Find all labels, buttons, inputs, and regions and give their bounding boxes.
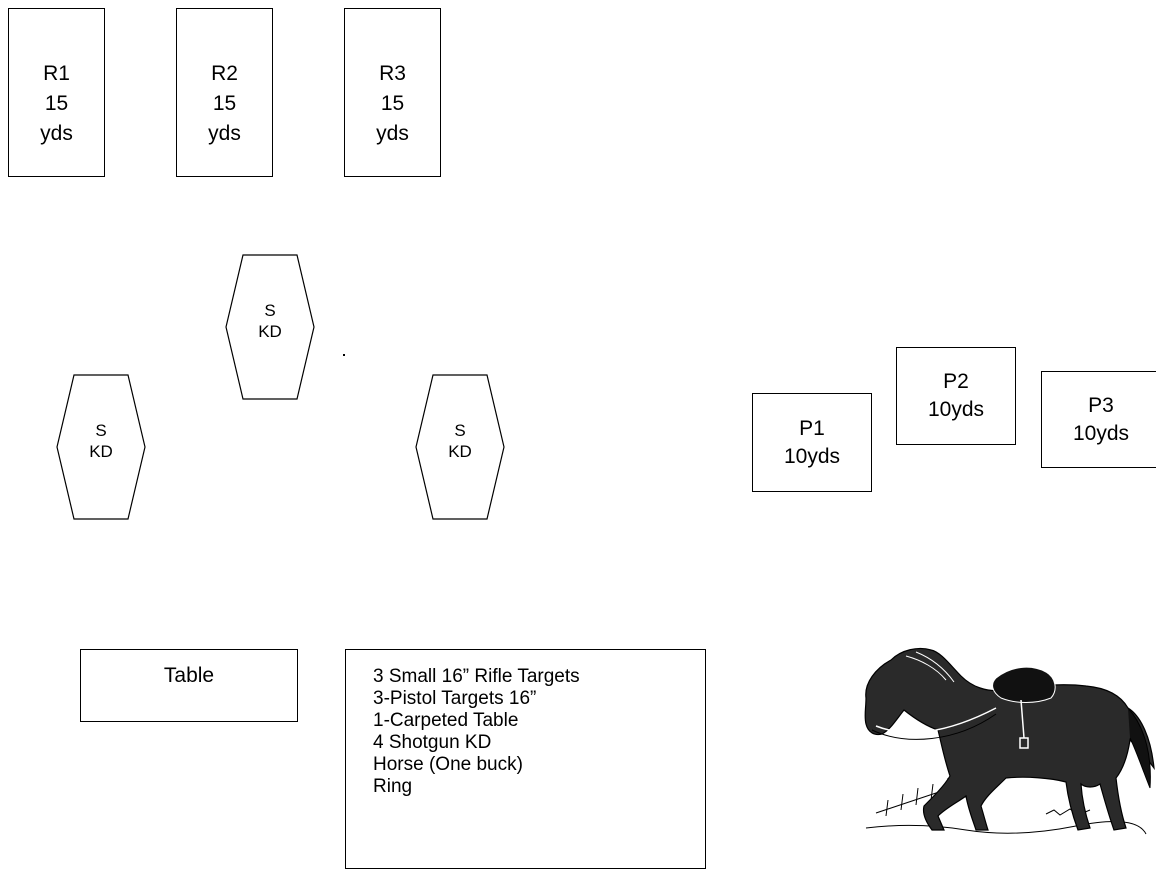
rifle-target-distance: 15 — [380, 92, 405, 115]
rifle-target-unit: yds — [208, 122, 241, 145]
pistol-target-p3: P3 10yds — [1041, 371, 1156, 468]
saddle — [992, 666, 1056, 703]
shotgun-target-label: S KD — [225, 248, 315, 394]
pistol-target-distance: 10yds — [1072, 421, 1130, 445]
shotgun-target-line1: S — [454, 421, 466, 440]
table-label: Table — [163, 664, 215, 687]
rifle-target-r2: R2 15 yds — [176, 8, 273, 177]
pistol-target-id: P3 — [1088, 393, 1114, 417]
rifle-target-id: R1 — [43, 62, 70, 85]
pistol-target-distance: 10yds — [927, 398, 985, 421]
hexagon-shape — [415, 374, 505, 520]
rifle-target-r1: R1 15 yds — [8, 8, 105, 177]
stray-dot — [343, 354, 345, 356]
equipment-item: 4 Shotgun KD — [373, 732, 492, 753]
shotgun-target-left: S KD — [56, 374, 146, 520]
pistol-target-distance: 10yds — [783, 444, 841, 468]
shotgun-target-label: S KD — [415, 368, 505, 514]
shotgun-target-line2: KD — [448, 442, 472, 461]
stirrup — [1019, 699, 1029, 749]
equipment-item: 3 Small 16” Rifle Targets — [373, 666, 580, 687]
hexagon-shape — [56, 374, 146, 520]
shotgun-target-top: S KD — [225, 254, 315, 400]
equipment-item: Ring — [373, 776, 413, 797]
reins — [875, 707, 997, 734]
rifle-target-r3: R3 15 yds — [344, 8, 441, 177]
shotgun-target-line1: S — [264, 301, 276, 320]
rifle-target-unit: yds — [40, 122, 73, 145]
equipment-list: 3 Small 16” Rifle Targets 3-Pistol Targe… — [345, 649, 706, 869]
hexagon-shape — [225, 254, 315, 400]
shotgun-target-line1: S — [95, 421, 107, 440]
shotgun-target-line2: KD — [258, 322, 282, 341]
equipment-item: Horse (One buck) — [373, 754, 523, 775]
pistol-target-id: P1 — [799, 416, 825, 440]
equipment-item: 3-Pistol Targets 16” — [373, 688, 537, 709]
rifle-target-id: R3 — [379, 62, 406, 85]
shotgun-target-right: S KD — [415, 374, 505, 520]
rifle-target-unit: yds — [376, 122, 409, 145]
rifle-target-distance: 15 — [44, 92, 69, 115]
table-box: Table — [80, 649, 298, 722]
pistol-target-p1: P1 10yds — [752, 393, 872, 492]
shotgun-target-line2: KD — [89, 442, 113, 461]
horse-icon — [864, 647, 1155, 835]
mane — [905, 651, 955, 683]
tail — [1127, 707, 1151, 789]
equipment-item: 1-Carpeted Table — [373, 710, 519, 731]
shotgun-target-label: S KD — [56, 368, 146, 514]
rifle-target-distance: 15 — [212, 92, 237, 115]
rifle-target-id: R2 — [211, 62, 238, 85]
pistol-target-id: P2 — [943, 370, 969, 393]
pistol-target-p2: P2 10yds — [896, 347, 1016, 445]
